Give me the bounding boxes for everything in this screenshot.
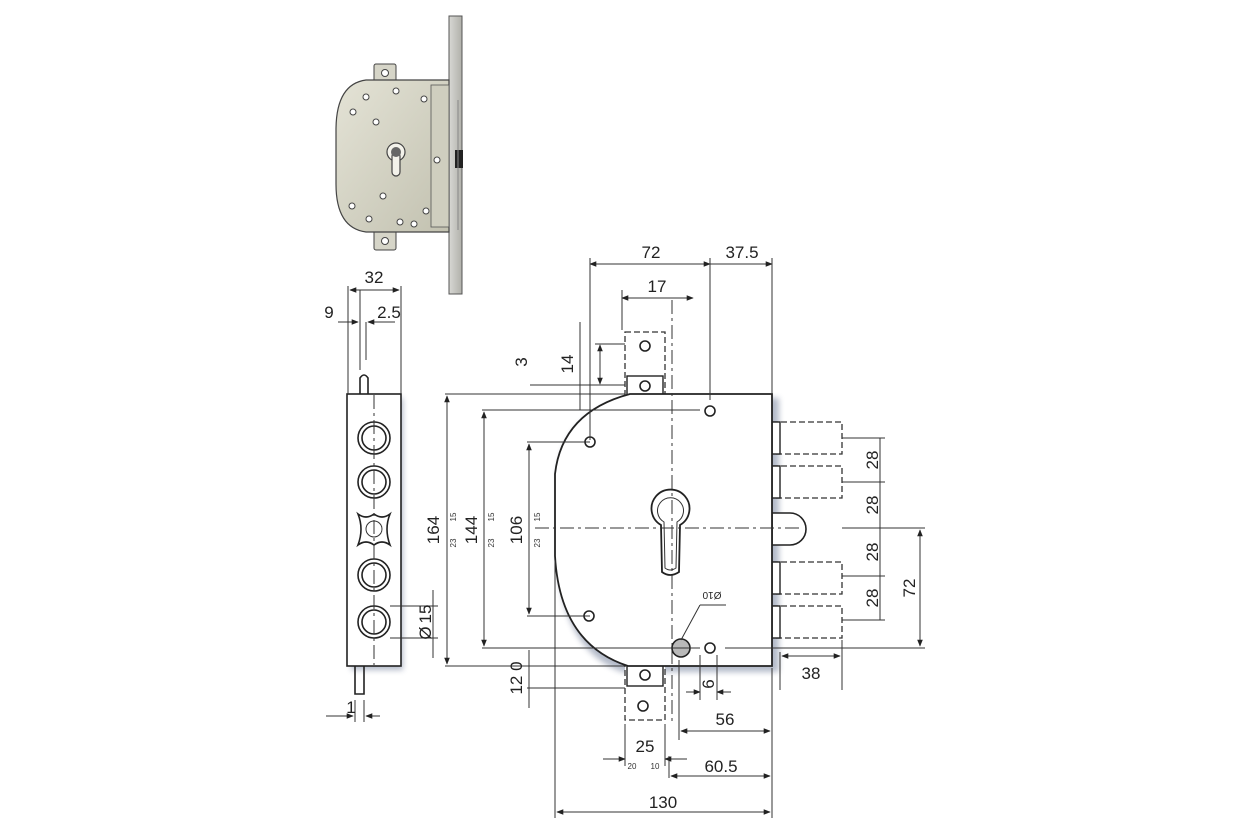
tol-20: 20 xyxy=(628,762,637,771)
dim-32: 32 xyxy=(365,268,384,287)
keyhole-icon xyxy=(386,142,406,177)
dim-2-5: 2.5 xyxy=(377,303,401,322)
dim-12-0: 12 0 xyxy=(507,661,526,694)
dim-28-b: 28 xyxy=(863,496,882,515)
dim-37-5: 37.5 xyxy=(725,243,758,262)
dim-28-d: 28 xyxy=(863,589,882,608)
dim-1: 1 xyxy=(346,698,355,717)
front-view xyxy=(535,300,843,724)
dim-130: 130 xyxy=(649,793,677,812)
dim-60-5: 60.5 xyxy=(704,757,737,776)
hole-diameter-label: Ø10 xyxy=(702,589,721,600)
tol-23-a: 23 xyxy=(449,538,458,547)
dim-15-side: 15 xyxy=(416,605,435,624)
dim-106: 106 xyxy=(507,516,526,544)
case-screws xyxy=(348,87,441,228)
tol-15-b: 15 xyxy=(487,512,496,521)
tol-23-c: 23 xyxy=(533,538,542,547)
dim-25: 25 xyxy=(636,737,655,756)
dimension-lines xyxy=(326,258,925,818)
dim-28-c: 28 xyxy=(863,543,882,562)
bolts xyxy=(771,421,843,639)
keyhole-icon xyxy=(650,488,691,576)
lock-perspective-view xyxy=(335,15,463,295)
dim-17: 17 xyxy=(648,277,667,296)
dim-3: 3 xyxy=(512,357,531,366)
dim-144: 144 xyxy=(462,516,481,544)
dim-phi-side: Ø xyxy=(416,626,435,639)
dim-164: 164 xyxy=(424,516,443,544)
dim-14: 14 xyxy=(558,355,577,374)
tol-15-c: 15 xyxy=(533,512,542,521)
latch-bolt xyxy=(455,150,463,168)
dim-72-right: 72 xyxy=(900,579,919,598)
tol-15-a: 15 xyxy=(449,512,458,521)
dim-56: 56 xyxy=(716,710,735,729)
side-view xyxy=(346,286,403,722)
dim-9: 9 xyxy=(324,303,333,322)
dim-28-a: 28 xyxy=(863,451,882,470)
tol-23-b: 23 xyxy=(487,538,496,547)
dim-38: 38 xyxy=(802,664,821,683)
tol-10: 10 xyxy=(651,762,660,771)
dim-6: 6 xyxy=(699,679,718,688)
dim-72-top: 72 xyxy=(642,243,661,262)
